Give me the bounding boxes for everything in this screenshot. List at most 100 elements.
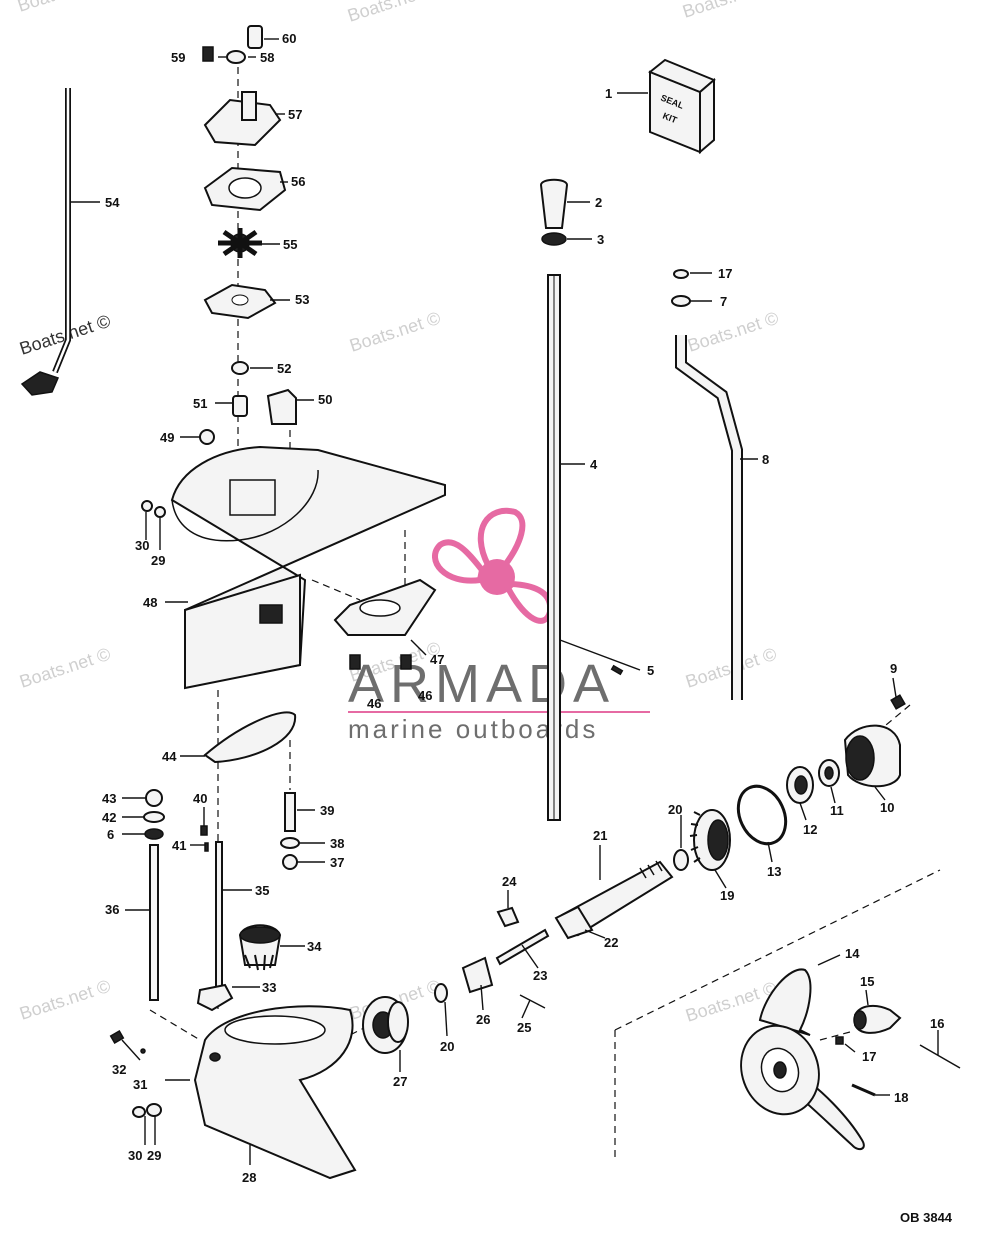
callout-56: 56 — [291, 174, 305, 189]
callout-20-right: 20 — [668, 802, 682, 817]
callout-31: 31 — [133, 1077, 147, 1092]
callout-8: 8 — [762, 452, 769, 467]
propeller-logo-blade-icon — [477, 507, 526, 568]
part-47-water-tube-plate — [333, 578, 437, 670]
callout-23: 23 — [533, 968, 547, 983]
part-58-grommet — [226, 50, 246, 64]
callout-3: 3 — [597, 232, 604, 247]
part-25-pin — [519, 994, 546, 1009]
callout-14: 14 — [845, 946, 860, 961]
part-44-gasket — [203, 711, 297, 764]
part-8-shift-rod — [671, 269, 743, 700]
part-15-spinner — [853, 1004, 902, 1034]
callout-21: 21 — [593, 828, 607, 843]
callout-19: 19 — [720, 888, 734, 903]
propeller-logo-blade-icon — [504, 580, 554, 624]
part-1-seal-kit: SEAL KIT — [648, 58, 716, 155]
part-46-screw — [349, 654, 361, 670]
callout-48: 48 — [143, 595, 157, 610]
watermark-text: Boats.net © — [680, 0, 776, 22]
callout-59: 59 — [171, 50, 185, 65]
callout-10: 10 — [880, 800, 894, 815]
callout-6: 6 — [107, 827, 114, 842]
part-6-seal — [144, 828, 164, 840]
part-43-nut — [145, 789, 163, 807]
callout-11: 11 — [830, 803, 844, 818]
part-40-screw — [200, 825, 208, 836]
callout-29-top: 29 — [151, 553, 165, 568]
left-small-parts — [143, 789, 300, 1001]
part-19-forward-gear — [689, 809, 731, 871]
callout-38: 38 — [330, 836, 344, 851]
callout-33: 33 — [262, 980, 276, 995]
part-41-pin — [204, 842, 209, 852]
part-5-pin — [610, 664, 624, 676]
callout-41: 41 — [172, 838, 186, 853]
callout-36: 36 — [105, 902, 119, 917]
callout-16: 16 — [930, 1016, 944, 1031]
part-51-sleeve — [232, 395, 248, 417]
callout-17-top: 17 — [718, 266, 732, 281]
prop-shaft-assembly — [362, 694, 906, 1054]
callout-54: 54 — [105, 195, 120, 210]
callout-55: 55 — [283, 237, 297, 252]
callout-7: 7 — [720, 294, 727, 309]
part-9-screw — [890, 694, 906, 710]
callout-40: 40 — [193, 791, 207, 806]
part-11-seal — [818, 759, 840, 787]
callout-22: 22 — [604, 935, 618, 950]
drawing-code: OB 3844 — [900, 1210, 953, 1225]
callout-4: 4 — [590, 457, 598, 472]
part-34-pinion-gear — [238, 924, 282, 971]
callout-24: 24 — [502, 874, 517, 889]
part-13-o-ring — [736, 784, 788, 846]
callout-58: 58 — [260, 50, 274, 65]
part-52-seal — [231, 361, 249, 375]
callout-32: 32 — [112, 1062, 126, 1077]
part-17-washer — [835, 1036, 844, 1045]
callout-26: 26 — [476, 1012, 490, 1027]
leader-lines — [70, 38, 939, 1165]
driveshaft-housing — [141, 445, 446, 690]
part-60-tube — [247, 25, 263, 49]
callout-15: 15 — [860, 974, 874, 989]
callout-34: 34 — [307, 939, 322, 954]
part-28-gear-housing — [109, 1005, 357, 1180]
watermark-text: Boats.net © — [347, 308, 443, 356]
callout-52: 52 — [277, 361, 291, 376]
part-3-seal — [541, 232, 567, 246]
part-33-shift-cam — [196, 983, 234, 1012]
part-36-rod — [149, 844, 159, 1001]
driveshaft-group — [539, 178, 624, 821]
part-59-screw — [202, 46, 214, 62]
part-16-cotter-pin — [919, 1044, 961, 1069]
part-57-pump-outlet — [241, 91, 257, 121]
callout-12: 12 — [803, 822, 817, 837]
callout-37: 37 — [330, 855, 344, 870]
watermark-text: Boats.net © — [345, 0, 441, 26]
callout-29-bottom: 29 — [147, 1148, 161, 1163]
watermark-text: Boats.net © — [17, 644, 113, 692]
part-42-washer — [143, 811, 165, 823]
callout-47: 47 — [430, 652, 444, 667]
part-22-propeller-shaft — [554, 860, 674, 940]
callout-18: 18 — [894, 1090, 908, 1105]
callout-50: 50 — [318, 392, 332, 407]
callout-5: 5 — [647, 663, 654, 678]
callout-17-bottom: 17 — [862, 1049, 876, 1064]
part-12-bearing — [786, 766, 814, 804]
callout-39: 39 — [320, 803, 334, 818]
part-48-housing-lower — [184, 573, 301, 690]
part-14-propeller — [740, 968, 961, 1151]
part-37-nut — [282, 854, 298, 870]
part-10-bearing-carrier — [843, 724, 901, 788]
callout-30-bottom: 30 — [128, 1148, 142, 1163]
part-7-washer — [671, 295, 691, 307]
callout-13: 13 — [767, 864, 781, 879]
part-55-impeller — [218, 228, 262, 258]
part-27-reverse-gear — [362, 996, 409, 1054]
part-46-screw — [400, 654, 412, 670]
callout-43: 43 — [102, 791, 116, 806]
callout-42: 42 — [102, 810, 116, 825]
